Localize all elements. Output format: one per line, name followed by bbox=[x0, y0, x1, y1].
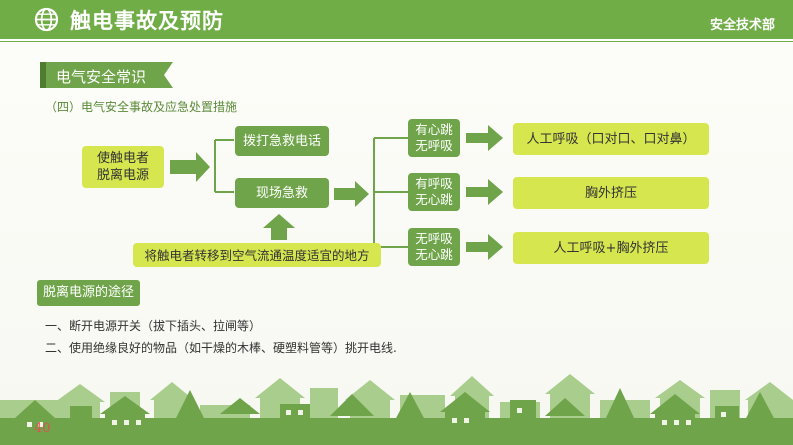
slide-title: 触电事故及预防 bbox=[70, 9, 224, 33]
action-box-1: 人工呼吸（口对口、口对鼻） bbox=[513, 123, 709, 155]
header-bar: 触电事故及预防 安全技术部 bbox=[0, 0, 793, 39]
action-box-3: 人工呼吸+胸外挤压 bbox=[513, 232, 709, 264]
section-tag-ribbon bbox=[40, 62, 173, 88]
first-aid-box: 现场急救 bbox=[235, 178, 329, 208]
globe-icon bbox=[34, 7, 59, 32]
section-tag: 电气安全常识 bbox=[40, 62, 173, 88]
ways-item-2: 二、使用绝缘良好的物品（如干燥的木棒、硬塑料管等）挑开电线. bbox=[45, 341, 397, 355]
section-subtitle: （四）电气安全事故及应急处置措施 bbox=[45, 100, 238, 114]
arrow-first-aid bbox=[334, 181, 369, 207]
header-divider-thin bbox=[0, 41, 793, 42]
department-label: 安全技术部 bbox=[709, 18, 775, 33]
arrow-up bbox=[263, 214, 295, 240]
action-box-2: 胸外挤压 bbox=[513, 177, 709, 209]
village-silhouette bbox=[0, 374, 793, 445]
arrow-start bbox=[170, 152, 210, 182]
condition-box-2: 有呼吸 无心跳 bbox=[408, 173, 460, 211]
call-emergency-box: 拨打急救电话 bbox=[235, 126, 329, 156]
section-tag-label: 电气安全常识 bbox=[56, 68, 147, 86]
ways-title: 脱离电源的途径 bbox=[37, 280, 141, 306]
ways-item-1: 一、断开电源开关（拔下插头、拉闸等） bbox=[45, 319, 262, 333]
condition-box-1: 有心跳 无呼吸 bbox=[408, 119, 460, 157]
page-number: 40 bbox=[34, 421, 51, 436]
condition-box-3: 无呼吸 无心跳 bbox=[408, 228, 460, 266]
start-box: 使触电者 脱离电源 bbox=[82, 146, 164, 188]
transfer-box: 将触电者转移到空气流通温度适宜的地方 bbox=[133, 243, 381, 267]
arrow-action-1 bbox=[466, 125, 503, 151]
header-divider bbox=[0, 39, 793, 41]
arrow-action-3 bbox=[466, 234, 503, 260]
arrow-action-2 bbox=[466, 179, 503, 205]
